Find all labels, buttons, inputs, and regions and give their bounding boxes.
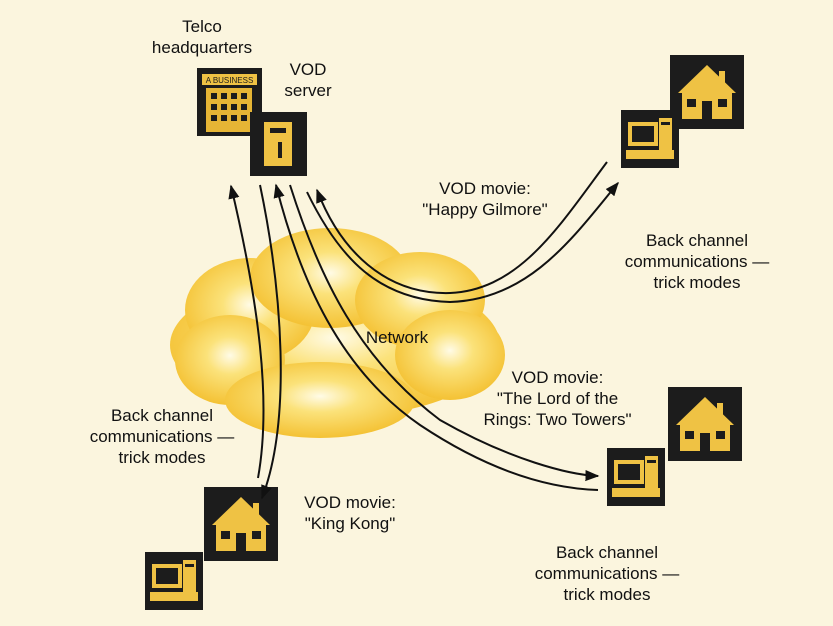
back-channel-right-label: Back channel communications — trick mode… — [624, 231, 770, 292]
building-sign: A BUSINESS — [206, 76, 254, 85]
server-icon — [250, 112, 307, 176]
back-channel-bottom-label: Back channel communications — trick mode… — [534, 543, 680, 604]
computer-icon — [621, 110, 679, 168]
arrow-home1-to-server — [316, 161, 608, 295]
arrow-server-to-home2 — [289, 184, 600, 482]
arrow-server-to-home1 — [306, 181, 619, 304]
office-building-icon: A BUSINESS — [197, 68, 262, 136]
arrow-home2-to-server — [273, 183, 599, 491]
back-channel-left-label: Back channel communications — trick mode… — [89, 406, 235, 467]
telco-label: Telco headquarters — [151, 17, 253, 57]
movie-happy-gilmore-label: VOD movie: "Happy Gilmore" — [422, 179, 548, 219]
arrow-server-to-home3 — [259, 184, 282, 500]
house-icon — [204, 487, 278, 561]
movie-king-kong-label: VOD movie: "King Kong" — [304, 493, 396, 533]
house-icon — [668, 387, 742, 461]
computer-icon — [145, 552, 203, 610]
movie-lotr-label: VOD movie: "The Lord of the Rings: Two T… — [483, 368, 632, 429]
computer-icon — [607, 448, 665, 506]
house-icon — [670, 55, 744, 129]
connection-arrows — [228, 161, 619, 500]
vod-server-label: VOD server — [284, 60, 332, 100]
network-label: Network — [365, 328, 429, 347]
arrow-home3-to-server — [228, 184, 265, 479]
network-cloud-icon — [170, 228, 505, 438]
